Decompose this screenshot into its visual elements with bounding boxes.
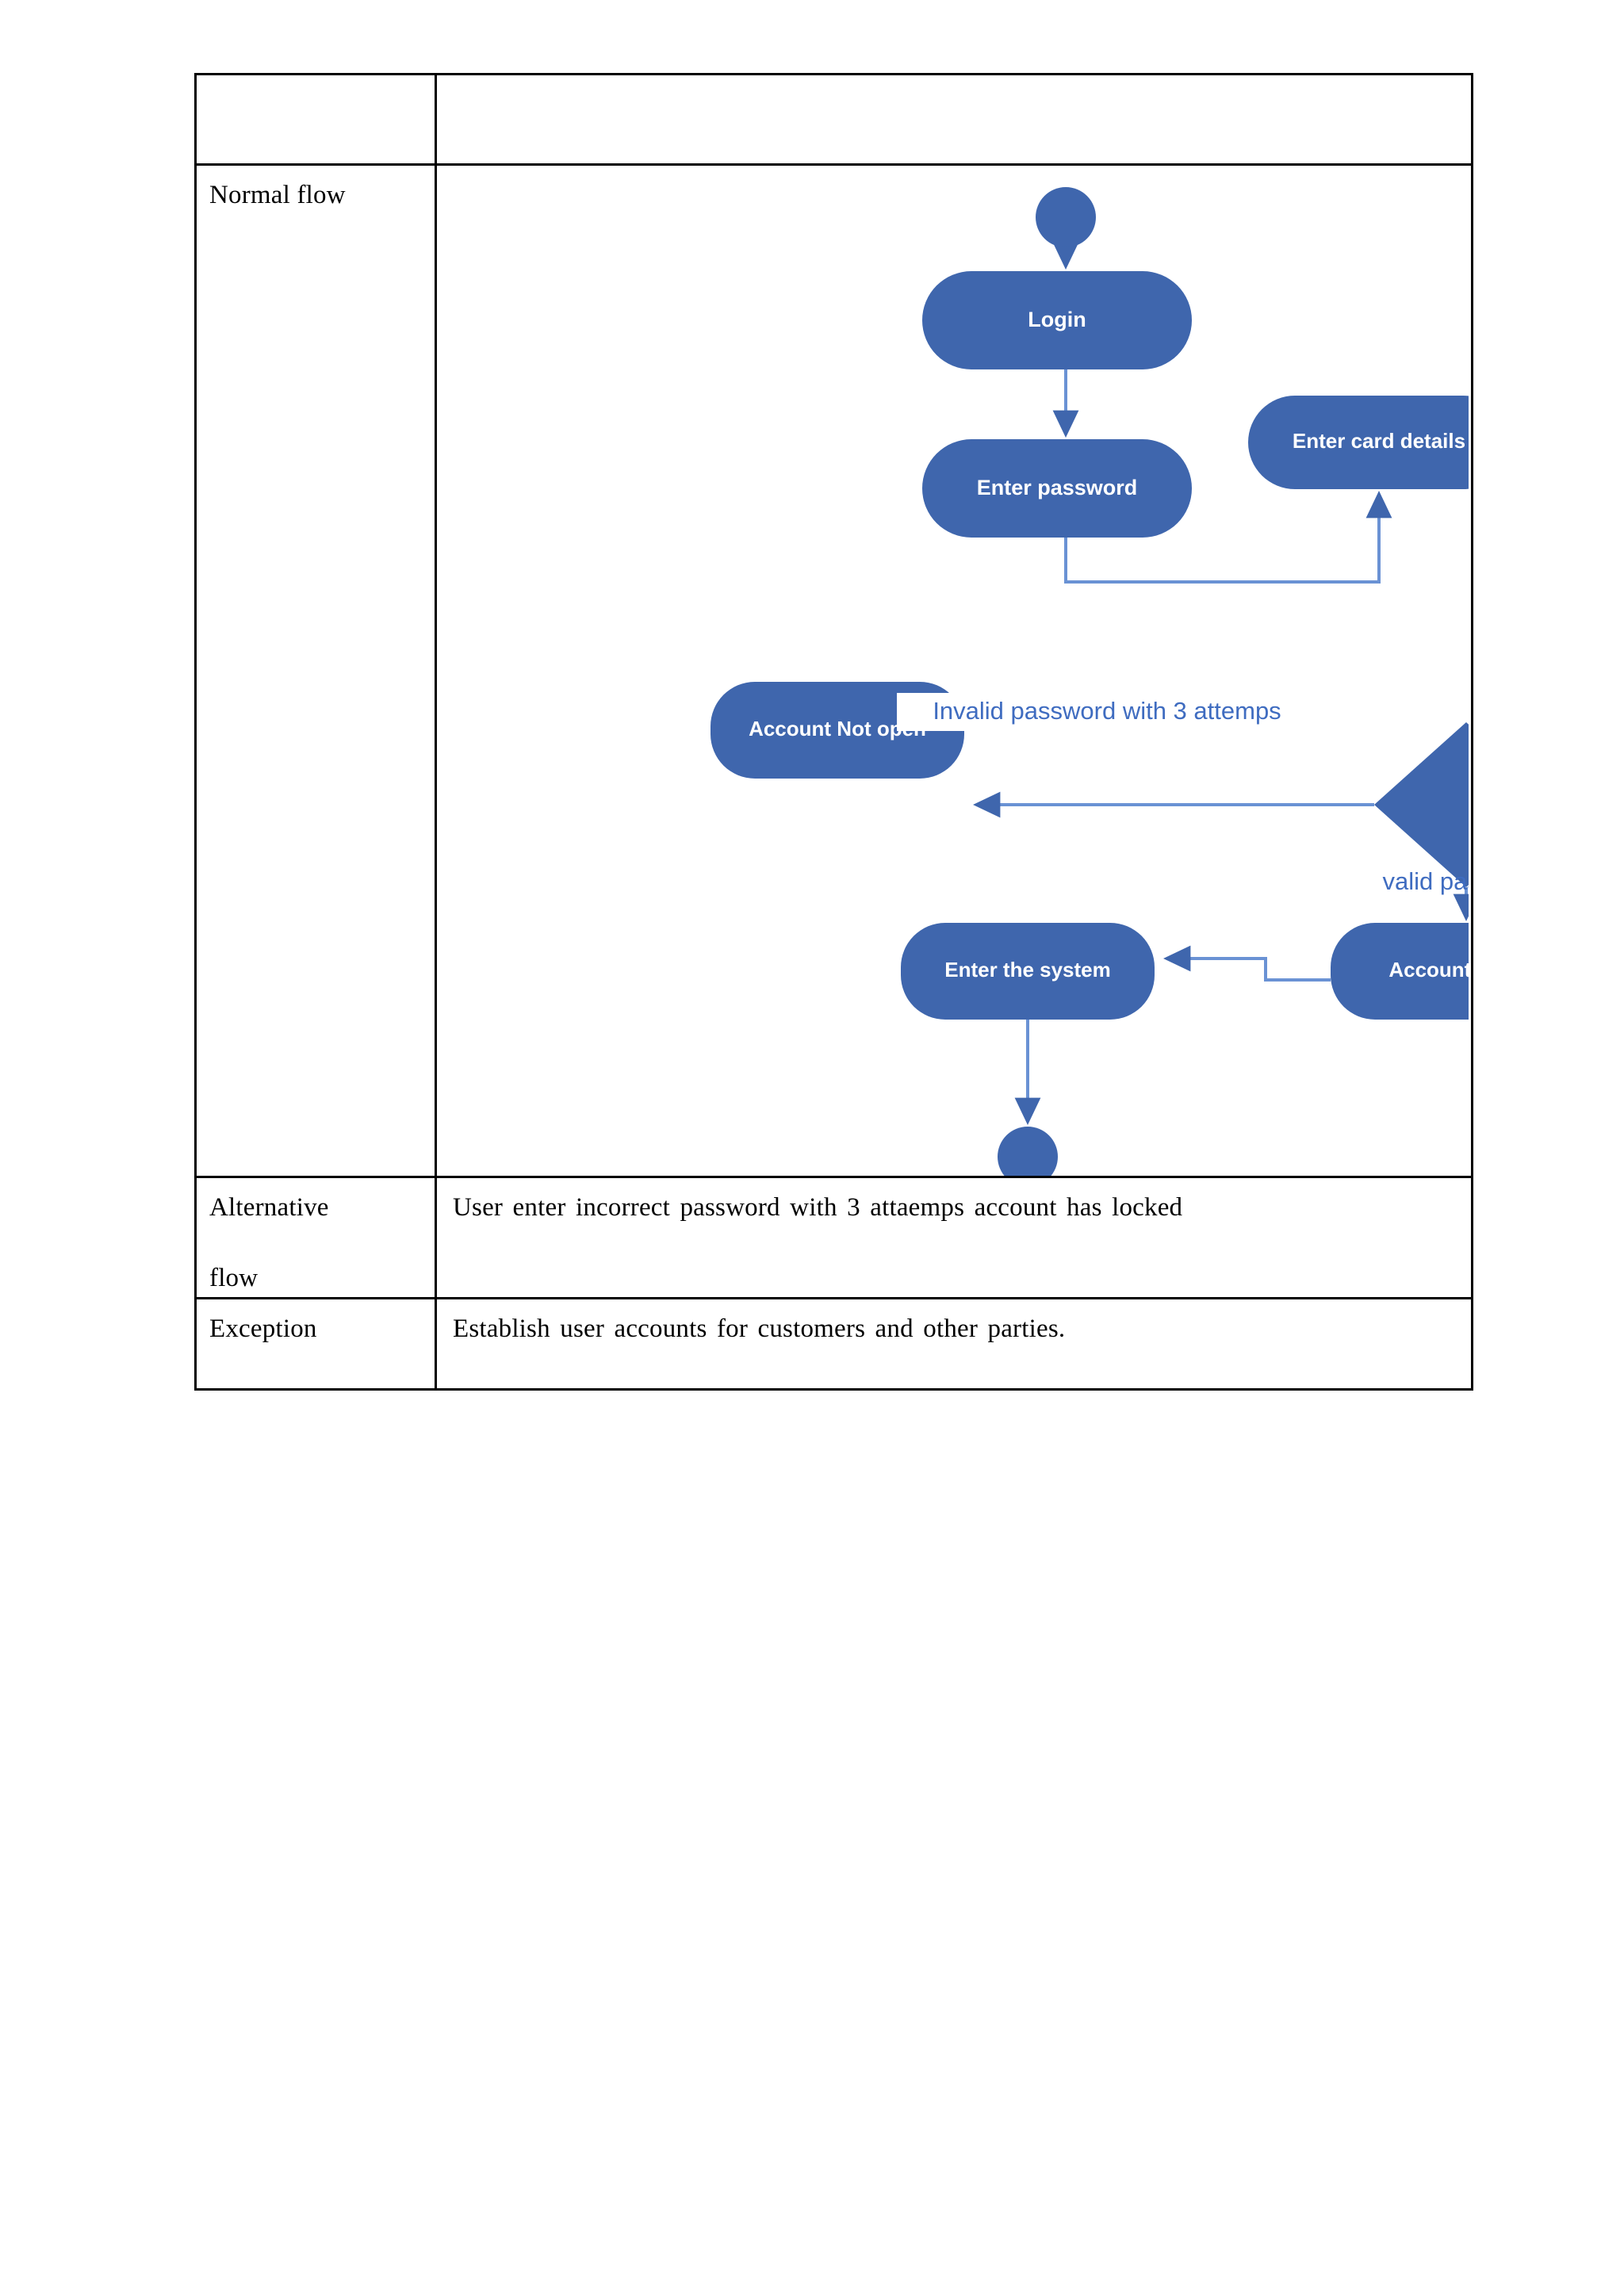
node-enter-the-system-label: Enter the system (944, 958, 1111, 982)
edge-enter-password-to-card-details (1064, 490, 1392, 584)
row-body-exception: Establish user accounts for customers an… (453, 1314, 1066, 1343)
node-login: Login (922, 271, 1192, 369)
node-enter-card-details: Enter card details (1248, 396, 1469, 489)
node-account-open: Account open (1331, 923, 1469, 1020)
activity-diagram: Login Enter password Enter card details (437, 166, 1471, 1176)
node-account-open-label: Account open (1388, 958, 1469, 982)
edge-label-invalid-password: Invalid password with 3 attemps (933, 697, 1281, 725)
node-enter-the-system: Enter the system (901, 923, 1155, 1020)
row-body-alternative-flow: User enter incorrect password with 3 att… (453, 1193, 1183, 1222)
row-body (437, 75, 1471, 86)
table-cell-label (194, 73, 437, 166)
table-row: Normal flow (194, 163, 1473, 1178)
edge-label-backing-invalid (897, 693, 1317, 731)
table-cell-body: User enter incorrect password with 3 att… (435, 1176, 1473, 1299)
node-login-label: Login (1028, 308, 1086, 331)
edge-label-valid-password: valid password (1382, 867, 1469, 895)
row-label (197, 75, 435, 86)
table-cell-diagram: Login Enter password Enter card details (435, 163, 1473, 1178)
edge-account-open-to-enter-system (1162, 945, 1331, 982)
activity-diagram-svg: Login Enter password Enter card details (710, 187, 1469, 1176)
node-enter-password-label: Enter password (977, 476, 1138, 499)
node-account-not-open-label: Account Not open (749, 717, 926, 740)
row-label-alternative-flow-line1: Alternative (209, 1193, 329, 1222)
row-label-exception: Exception (209, 1314, 317, 1343)
table-cell-body: Establish user accounts for customers an… (435, 1296, 1473, 1391)
table-row: Exception Establish user accounts for cu… (194, 1296, 1473, 1391)
table-cell-body (435, 73, 1473, 166)
row-label-normal-flow: Normal flow (209, 181, 346, 209)
table-row: Alternative flow User enter incorrect pa… (194, 1176, 1473, 1299)
table-cell-label: Alternative flow (194, 1176, 437, 1299)
table-row (194, 73, 1473, 166)
use-case-table: Normal flow (194, 73, 1473, 1391)
row-label-alternative-flow-line2: flow (209, 1263, 259, 1292)
table-cell-label: Exception (194, 1296, 437, 1391)
table-cell-label: Normal flow (194, 163, 437, 1178)
node-initial (1036, 187, 1096, 247)
node-enter-card-details-label: Enter card details (1293, 429, 1465, 453)
node-enter-password: Enter password (922, 439, 1192, 538)
node-final (998, 1127, 1058, 1176)
node-decision-diamond (1374, 722, 1469, 887)
